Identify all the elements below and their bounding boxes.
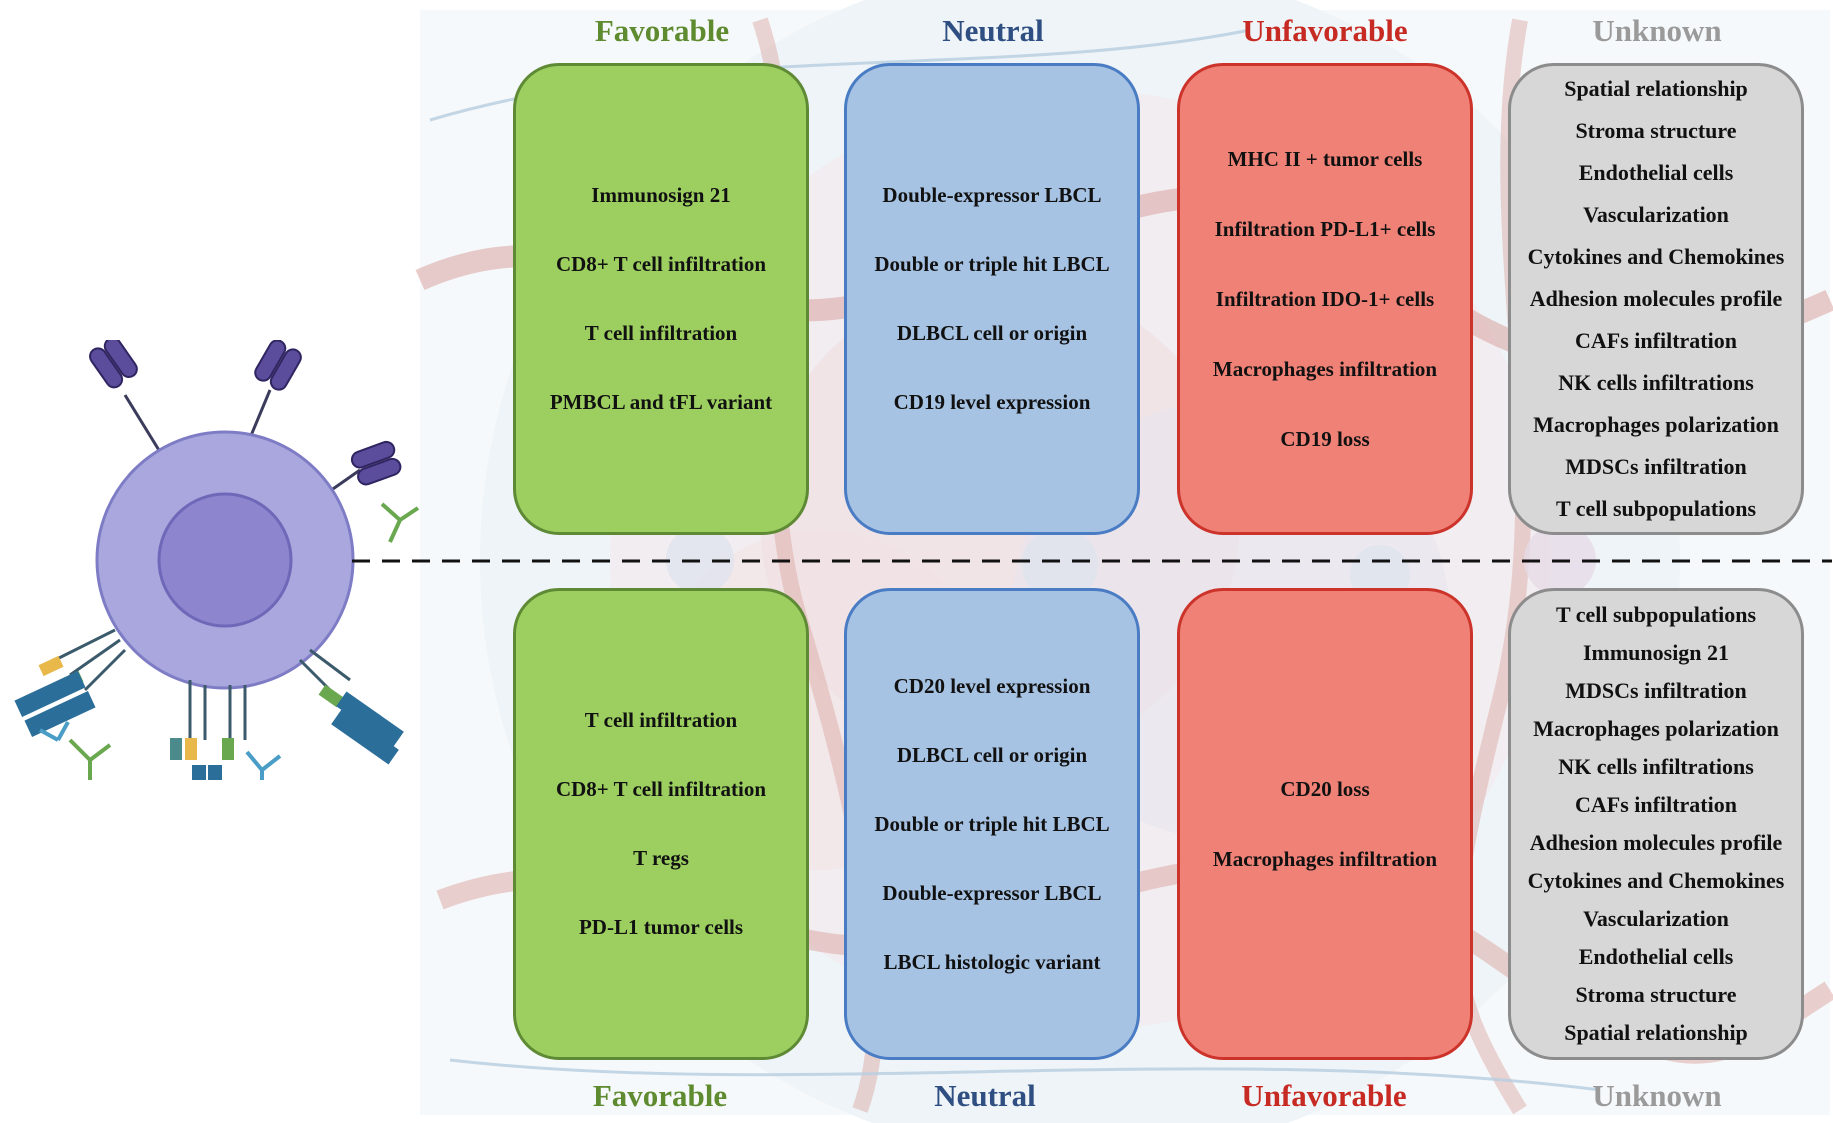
lower-neutral-box: CD20 level expression DLBCL cell or orig… — [844, 588, 1140, 1060]
lower-unknown-item: Stroma structure — [1575, 982, 1737, 1007]
lower-unknown-item: Immunosign 21 — [1582, 640, 1730, 665]
upper-unknown-item: MDSCs infiltration — [1565, 454, 1747, 479]
upper-unknown-item: T cell subpopulations — [1555, 496, 1757, 521]
upper-neutral-item: Double-expressor LBCL — [882, 183, 1102, 207]
upper-favorable-item: PMBCL and tFL variant — [549, 390, 773, 414]
lower-favorable-item: CD8+ T cell infiltration — [555, 777, 767, 801]
upper-unknown-item: Vascularization — [1583, 202, 1729, 227]
lower-neutral-item: LBCL histologic variant — [883, 949, 1101, 974]
lower-unknown-item: T cell subpopulations — [1555, 602, 1757, 627]
lower-neutral-item: Double or triple hit LBCL — [874, 811, 1110, 836]
upper-favorable-item: T cell infiltration — [584, 321, 738, 345]
upper-favorable-item: Immunosign 21 — [591, 183, 731, 207]
lower-unknown-box: T cell subpopulations Immunosign 21 MDSC… — [1508, 588, 1804, 1060]
section-divider — [352, 559, 1832, 563]
upper-neutral-item: Double or triple hit LBCL — [874, 252, 1110, 276]
lower-unknown-item: Cytokines and Chemokines — [1527, 868, 1785, 893]
lower-unfavorable-item: CD20 loss — [1280, 777, 1370, 801]
upper-unknown-item: Endothelial cells — [1578, 160, 1734, 185]
lower-unknown-item: Vascularization — [1583, 906, 1729, 931]
upper-unknown-item: CAFs infiltration — [1575, 328, 1737, 353]
header-favorable-bottom: Favorable — [592, 1078, 728, 1113]
upper-unknown-item: Cytokines and Chemokines — [1527, 244, 1785, 269]
lower-unknown-item: Endothelial cells — [1578, 944, 1734, 969]
lower-unknown-item: NK cells infiltrations — [1558, 754, 1754, 779]
lower-favorable-box: T cell infiltration CD8+ T cell infiltra… — [513, 588, 809, 1060]
lower-favorable-item: PD-L1 tumor cells — [578, 915, 744, 939]
header-unfavorable-bottom: Unfavorable — [1241, 1078, 1407, 1113]
lower-unknown-item: CAFs infiltration — [1575, 792, 1737, 817]
upper-unknown-item: Spatial relationship — [1564, 76, 1748, 101]
lower-favorable-item: T regs — [633, 846, 689, 870]
header-neutral-top: Neutral — [942, 13, 1044, 48]
lower-neutral-item: DLBCL cell or origin — [896, 742, 1088, 767]
upper-unknown-item: Stroma structure — [1575, 118, 1737, 143]
lower-unknown-item: Adhesion molecules profile — [1529, 830, 1783, 855]
lower-unknown-item: MDSCs infiltration — [1565, 678, 1747, 703]
header-favorable-top: Favorable — [594, 13, 730, 48]
car-t-cell-icon — [14, 340, 420, 780]
header-neutral-bottom: Neutral — [934, 1078, 1036, 1113]
upper-favorable-item: CD8+ T cell infiltration — [555, 252, 767, 276]
upper-unfavorable-item: Macrophages infiltration — [1212, 357, 1438, 381]
upper-favorable-box: Immunosign 21 CD8+ T cell infiltration T… — [513, 63, 809, 535]
upper-unfavorable-item: Infiltration PD-L1+ cells — [1214, 217, 1436, 241]
upper-unknown-item: Adhesion molecules profile — [1529, 286, 1783, 311]
upper-neutral-item: DLBCL cell or origin — [896, 321, 1088, 345]
lower-neutral-item: Double-expressor LBCL — [882, 880, 1102, 905]
lower-neutral-item: CD20 level expression — [893, 673, 1091, 698]
lower-favorable-item: T cell infiltration — [584, 708, 738, 732]
upper-neutral-box: Double-expressor LBCL Double or triple h… — [844, 63, 1140, 535]
upper-unknown-item: Macrophages polarization — [1533, 412, 1779, 437]
upper-unknown-box: Spatial relationship Stroma structure En… — [1508, 63, 1804, 535]
header-unknown-bottom: Unknown — [1592, 1078, 1722, 1113]
lower-unknown-item: Spatial relationship — [1564, 1020, 1748, 1045]
upper-unfavorable-item: MHC II + tumor cells — [1227, 147, 1423, 171]
lower-unfavorable-item: Macrophages infiltration — [1212, 847, 1438, 871]
upper-unfavorable-box: MHC II + tumor cells Infiltration PD-L1+… — [1177, 63, 1473, 535]
upper-unfavorable-item: CD19 loss — [1280, 427, 1370, 451]
header-unfavorable-top: Unfavorable — [1242, 13, 1408, 48]
lower-unknown-item: Macrophages polarization — [1533, 716, 1779, 741]
upper-neutral-item: CD19 level expression — [893, 390, 1091, 414]
lower-unfavorable-box: CD20 loss Macrophages infiltration — [1177, 588, 1473, 1060]
header-unknown-top: Unknown — [1592, 13, 1722, 48]
upper-unfavorable-item: Infiltration IDO-1+ cells — [1215, 287, 1435, 311]
upper-unknown-item: NK cells infiltrations — [1558, 370, 1754, 395]
